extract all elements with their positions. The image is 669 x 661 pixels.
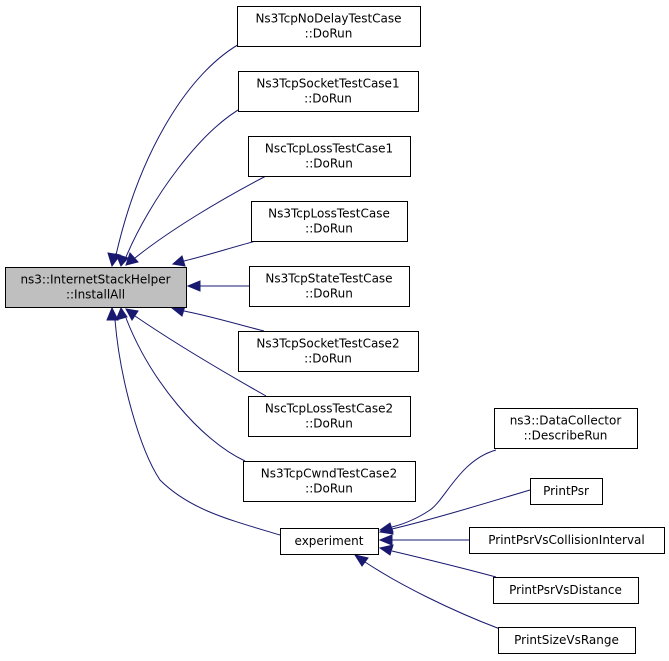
node-n8[interactable]: Ns3TcpCwndTestCase2::DoRun [243, 461, 416, 502]
edge-n4-to-root [171, 240, 257, 267]
edge-experiment-to-root [106, 306, 281, 536]
edge-line [134, 175, 267, 259]
edge-line [183, 240, 257, 262]
node-label-line: Ns3TcpCwndTestCase2 [261, 467, 397, 481]
edge-line [125, 105, 246, 258]
node-ppd[interactable]: PrintPsrVsDistance [493, 577, 639, 604]
node-label-line: ::DoRun [305, 287, 353, 301]
edge-ppd-to-experiment [378, 544, 497, 578]
node-label-line: ns3::DataCollector [510, 414, 622, 428]
node-dc[interactable]: ns3::DataCollector::DescribeRun [494, 408, 638, 449]
edge-line [134, 315, 267, 397]
node-n4[interactable]: Ns3TcpLossTestCase::DoRun [251, 201, 408, 242]
edge-pp-to-experiment [378, 489, 531, 535]
node-box [494, 408, 638, 449]
node-box [493, 577, 639, 604]
node-label-line: PrintPsrVsDistance [509, 583, 622, 597]
edge-n2-to-root [115, 105, 246, 267]
node-box [530, 478, 603, 505]
node-box [249, 266, 410, 307]
arrowhead [378, 534, 393, 546]
node-n7[interactable]: NscTcpLossTestCase2::DoRun [248, 396, 411, 437]
node-box [469, 527, 665, 554]
node-label-line: PrintPsr [543, 484, 589, 498]
node-label-line: ::DoRun [305, 27, 353, 41]
node-root: ns3::InternetStackHelper::InstallAll [5, 267, 187, 308]
node-label-line: ::DoRun [305, 157, 353, 171]
arrowhead [106, 306, 119, 321]
node-n2[interactable]: Ns3TcpSocketTestCase1::DoRun [238, 71, 419, 112]
node-experiment[interactable]: experiment [280, 528, 379, 555]
node-box [280, 528, 379, 555]
node-box [238, 71, 419, 112]
edge-line [364, 561, 501, 630]
node-label-line: PrintPsrVsCollisionInterval [488, 533, 645, 547]
node-pp[interactable]: PrintPsr [530, 478, 603, 505]
node-label-line: Ns3TcpLossTestCase [268, 207, 390, 221]
arrowhead [378, 524, 394, 535]
edge-psr-to-experiment [353, 554, 501, 630]
node-box [248, 136, 411, 177]
node-box [248, 396, 411, 437]
node-label-line: ::InstallAll [66, 288, 125, 302]
edge-line [391, 550, 497, 578]
edge-line [183, 310, 265, 332]
arrowhead [171, 255, 186, 267]
node-label-line: ::DoRun [305, 222, 353, 236]
edge-n7-to-root [125, 308, 267, 397]
arrowhead [115, 253, 129, 267]
node-label-line: Ns3TcpSocketTestCase2 [256, 337, 399, 351]
node-n1[interactable]: Ns3TcpNoDelayTestCase::DoRun [237, 6, 421, 47]
edge-n8-to-root [115, 306, 246, 462]
node-label-line: NscTcpLossTestCase1 [265, 142, 393, 156]
edge-line [114, 319, 281, 536]
node-label-line: ::DoRun [305, 482, 353, 496]
node-box [251, 201, 408, 242]
edge-n6-to-root [170, 305, 265, 332]
arrowhead [353, 554, 369, 567]
arrowhead [186, 280, 201, 292]
edge-line [125, 317, 246, 462]
edge-line [391, 449, 497, 528]
node-label-line: Ns3TcpNoDelayTestCase [255, 12, 401, 26]
node-box [498, 627, 636, 654]
node-label-line: NscTcpLossTestCase2 [265, 402, 393, 416]
node-ppci[interactable]: PrintPsrVsCollisionInterval [469, 527, 665, 554]
node-box [237, 6, 421, 47]
node-psr[interactable]: PrintSizeVsRange [498, 627, 636, 654]
edge-n3-to-root [125, 175, 267, 266]
node-label-line: ::DoRun [304, 352, 352, 366]
node-label-line: experiment [295, 534, 364, 548]
node-box [238, 331, 419, 372]
node-label-line: Ns3TcpStateTestCase [265, 272, 392, 286]
nodes-layer: ns3::InternetStackHelper::InstallAllNs3T… [5, 6, 665, 654]
node-n5[interactable]: Ns3TcpStateTestCase::DoRun [249, 266, 410, 307]
node-label-line: ::DoRun [304, 92, 352, 106]
edge-n5-to-root [186, 280, 249, 292]
arrowhead [115, 306, 128, 321]
edge-line [391, 489, 531, 530]
node-label-line: PrintSizeVsRange [514, 633, 619, 647]
node-box [5, 267, 187, 308]
node-label-line: ns3::InternetStackHelper [20, 273, 170, 287]
edge-line [115, 41, 244, 256]
node-n6[interactable]: Ns3TcpSocketTestCase2::DoRun [238, 331, 419, 372]
edge-ppci-to-experiment [378, 534, 469, 546]
node-label-line: Ns3TcpSocketTestCase1 [256, 77, 399, 91]
node-label-line: ::DescribeRun [524, 429, 608, 443]
node-n3[interactable]: NscTcpLossTestCase1::DoRun [248, 136, 411, 177]
arrowhead [125, 308, 139, 321]
arrowhead [378, 544, 394, 556]
node-label-line: ::DoRun [305, 417, 353, 431]
arrowhead [125, 252, 139, 266]
edge-n1-to-root [107, 41, 244, 268]
node-box [243, 461, 416, 502]
edges-layer [106, 41, 531, 630]
